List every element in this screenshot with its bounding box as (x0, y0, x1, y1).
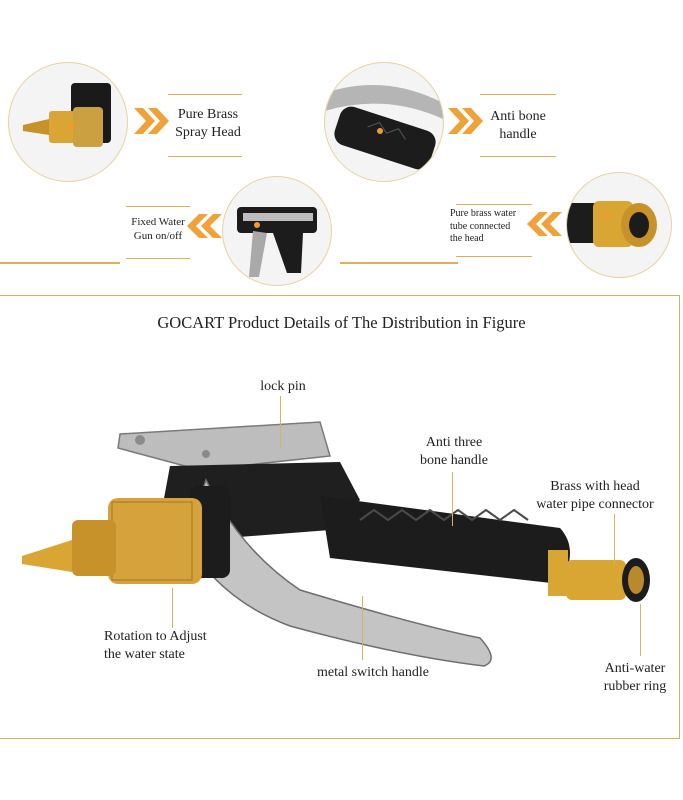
callout-rubber-ring: Anti-water rubber ring (603, 661, 667, 694)
feature-label-on-off: Fixed Water Gun on/off (131, 216, 185, 242)
brass-connector-photo (566, 172, 672, 278)
chevron-right-icon (134, 108, 169, 134)
handle-photo (324, 62, 444, 182)
gold-divider (340, 262, 458, 264)
callout-anti-three-bone-handle: Anti three bone handle (419, 435, 489, 468)
callout-metal-switch-handle: metal switch handle (317, 665, 429, 680)
callout-brass-connector: Brass with head water pipe connector (536, 479, 654, 512)
spray-gun-photo (22, 421, 650, 667)
chevron-left-icon (187, 214, 222, 238)
feature-label-handle: Anti bone handle (490, 109, 546, 142)
feature-label-connector: Pure brass water tube connected the head (450, 208, 517, 244)
chevron-right-icon (448, 108, 483, 134)
chevron-left-icon (527, 212, 562, 236)
details-title: GOCART Product Details of The Distributi… (157, 313, 526, 332)
callout-rotation: Rotation to Adjust the water state (104, 629, 207, 662)
trigger-lock-photo (222, 176, 332, 286)
feature-label-spray-head: Pure Brass Spray Head (175, 107, 241, 140)
spray-head-photo (8, 62, 128, 182)
details-frame (0, 295, 680, 739)
callout-lock-pin: lock pin (260, 379, 306, 394)
gold-divider (0, 262, 120, 264)
